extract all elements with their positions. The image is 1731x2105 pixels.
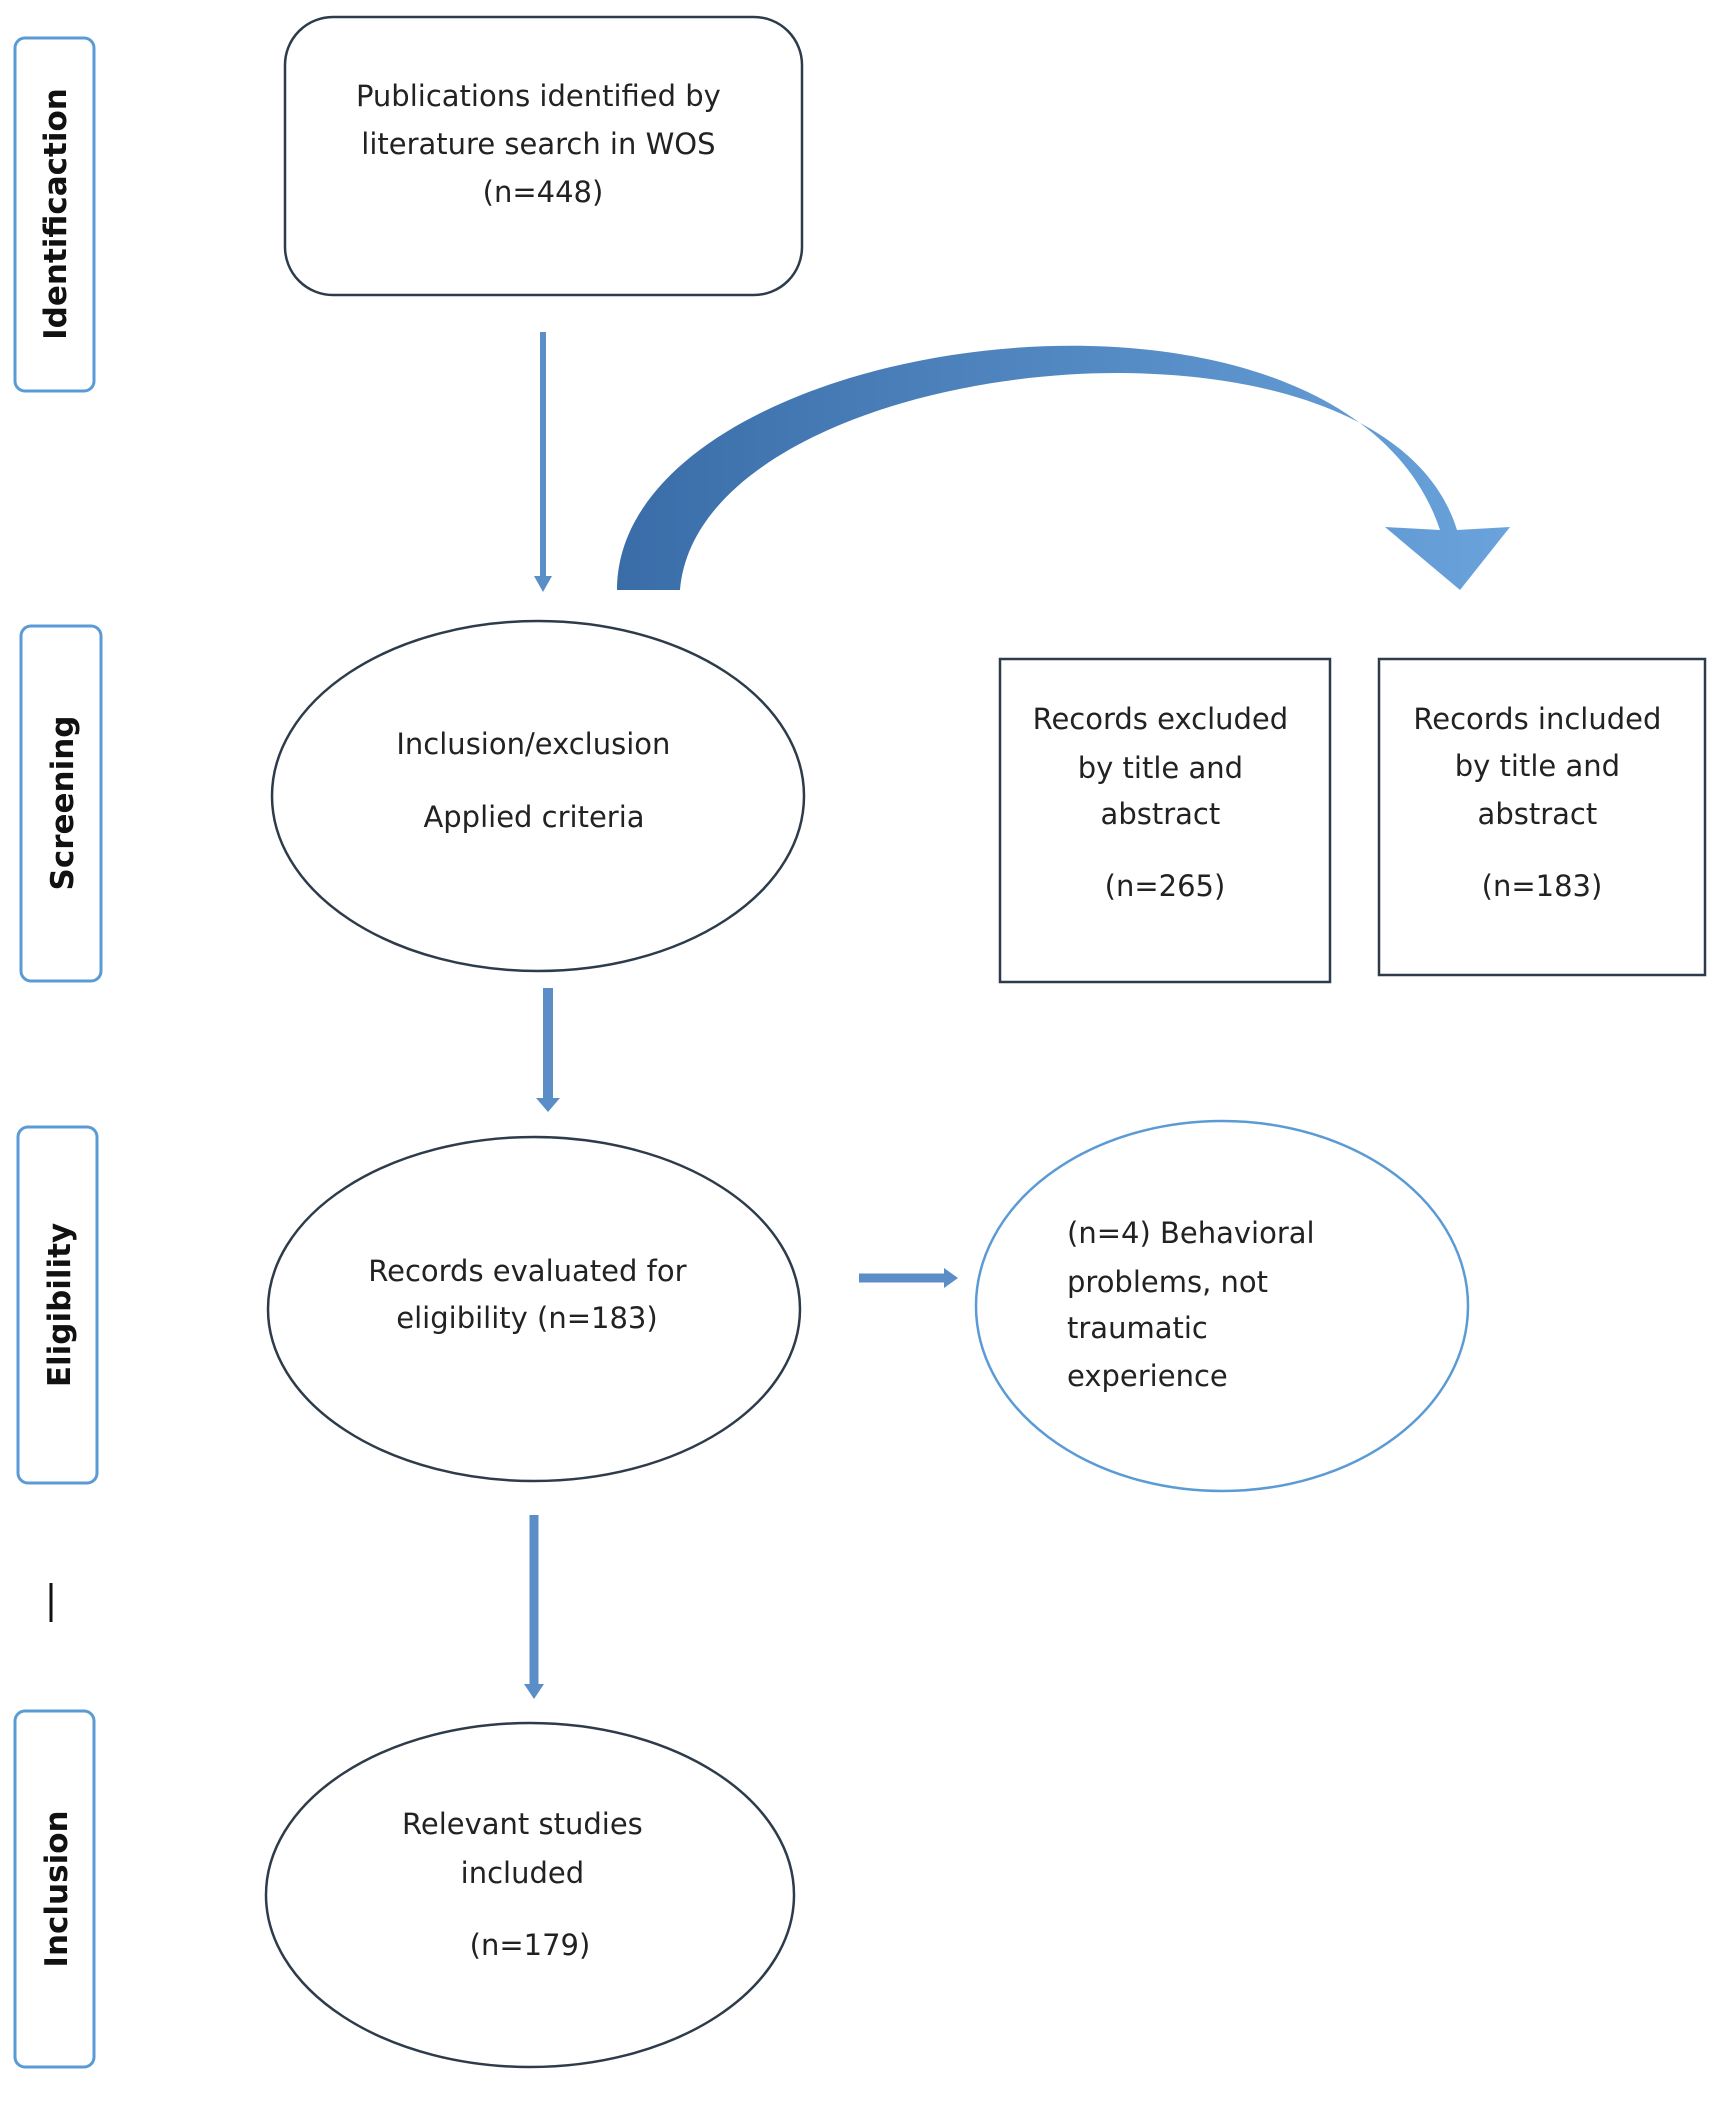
arrow-evaluated-to-behavioral <box>859 1268 958 1288</box>
svg-text:Records included by titl: Records included by title and abstract (… <box>1413 702 1670 903</box>
node-included-title-line-2: by title and <box>1455 749 1620 783</box>
node-excluded: Records excluded by title and abstract (… <box>998 657 1332 984</box>
node-excluded-line-4: (n=265) <box>1105 869 1226 903</box>
stage-screening: Screening <box>19 624 103 983</box>
node-identified-line-1: Publications identified by <box>356 79 721 113</box>
node-relevant-line-1: Relevant studies <box>402 1807 643 1841</box>
node-included-title-line-1: Records included <box>1413 702 1661 736</box>
node-excluded-line-1: Records excluded <box>1033 702 1289 736</box>
node-identified: Publications identified by literature se… <box>283 15 804 297</box>
node-included-title: Records included by title and abstract (… <box>1377 657 1707 977</box>
node-relevant-line-2: included <box>461 1856 584 1890</box>
node-behavioral-line-4: experience <box>1067 1359 1228 1393</box>
svg-text:(n=4) Behavioral problem: (n=4) Behavioral problems, not traumatic… <box>1067 1216 1324 1393</box>
svg-text:Publications identified by: Publications identified by literature se… <box>356 79 730 209</box>
node-included-title-line-4: (n=183) <box>1482 869 1603 903</box>
arrow-evaluated-to-relevant <box>524 1515 544 1699</box>
curved-arrow-to-title-abstract <box>617 345 1510 590</box>
node-behavioral: (n=4) Behavioral problems, not traumatic… <box>974 1119 1470 1493</box>
node-relevant-line-3: (n=179) <box>470 1928 591 1962</box>
svg-text:Relevant studies include: Relevant studies included (n=179) <box>402 1807 652 1962</box>
arrow-criteria-to-evaluated <box>536 988 560 1112</box>
node-evaluated: Records evaluated for eligibility (n=183… <box>266 1135 802 1483</box>
stage-screening-label: Screening <box>45 716 81 891</box>
svg-text:Records evaluated for el: Records evaluated for eligibility (n=183… <box>368 1254 695 1335</box>
stage-eligibility: Eligibility <box>16 1125 99 1485</box>
node-evaluated-line-1: Records evaluated for <box>368 1254 686 1288</box>
node-behavioral-line-3: traumatic <box>1067 1311 1208 1345</box>
node-behavioral-line-1: (n=4) Behavioral <box>1067 1216 1315 1250</box>
stage-identification-label: Identificaction <box>38 88 74 340</box>
node-excluded-line-2: by title and <box>1078 751 1243 785</box>
node-evaluated-line-2: eligibility (n=183) <box>396 1301 657 1335</box>
node-behavioral-line-2: problems, not <box>1067 1265 1268 1299</box>
node-relevant: Relevant studies included (n=179) <box>264 1721 796 2069</box>
node-criteria-line-2: Applied criteria <box>423 800 644 834</box>
stage-eligibility-label: Eligibility <box>42 1223 78 1387</box>
svg-text:Inclusion/exclusion Appl: Inclusion/exclusion Applied criteria <box>396 727 679 834</box>
node-criteria: Inclusion/exclusion Applied criteria <box>270 619 806 973</box>
stage-inclusion-label: Inclusion <box>39 1810 75 1967</box>
node-identified-line-3: (n=448) <box>483 175 604 209</box>
node-included-title-line-3: abstract <box>1478 797 1598 831</box>
node-excluded-line-3: abstract <box>1101 797 1221 831</box>
node-identified-line-2: literature search in WOS <box>361 127 715 161</box>
stage-identification: Identificaction <box>13 36 96 393</box>
arrow-identified-to-criteria <box>534 332 552 592</box>
stage-inclusion: Inclusion <box>13 1709 96 2069</box>
node-criteria-line-1: Inclusion/exclusion <box>396 727 670 761</box>
svg-text:Records excluded by titl: Records excluded by title and abstract (… <box>1033 702 1298 903</box>
